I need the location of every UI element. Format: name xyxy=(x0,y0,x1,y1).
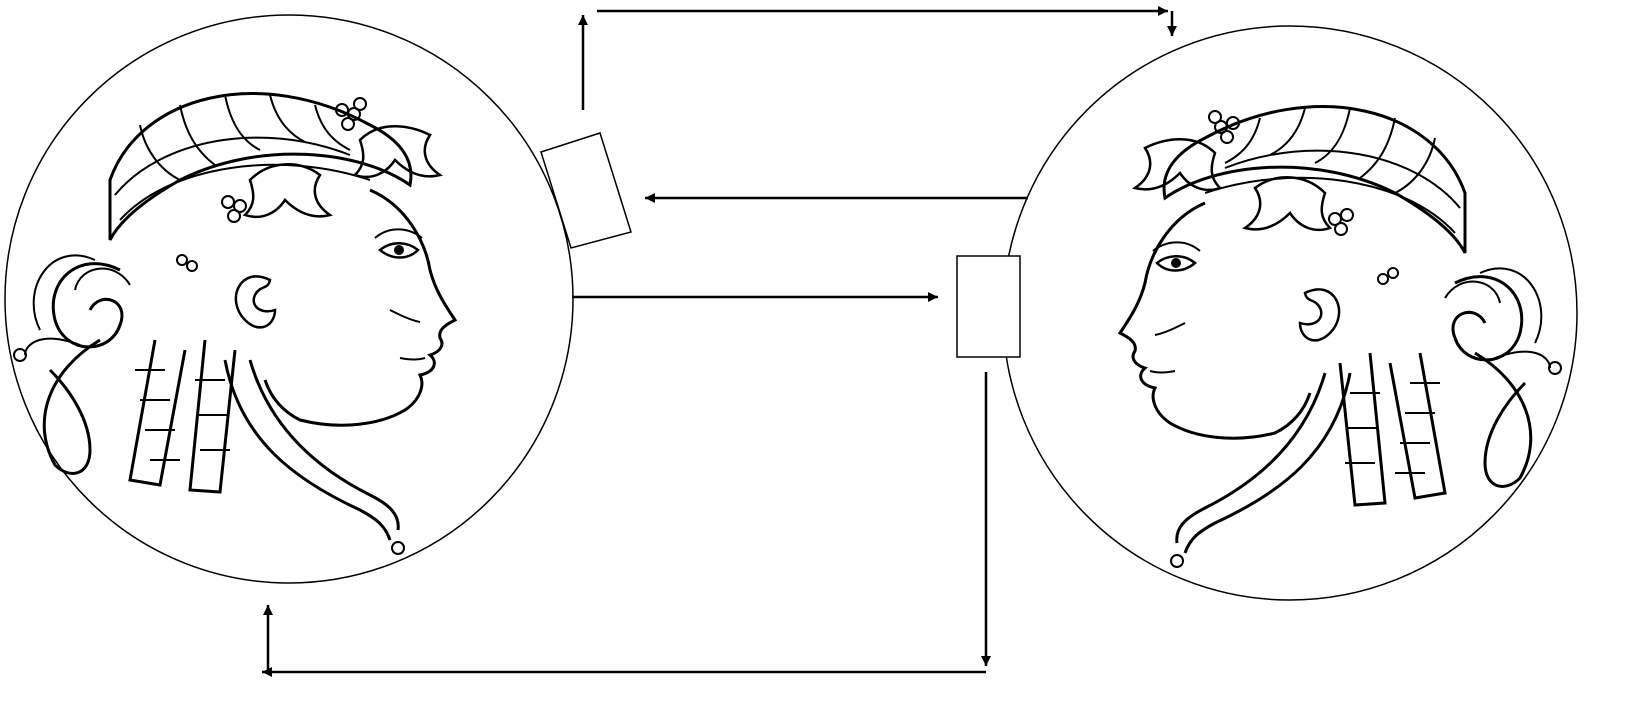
left-medallion-ring xyxy=(4,14,574,584)
bottom-loop-arrow xyxy=(262,372,991,677)
top-loop-arrow xyxy=(578,6,1177,110)
right-medallion-ring xyxy=(1002,25,1578,601)
right-medallion xyxy=(1002,25,1578,601)
right-box xyxy=(956,255,1021,358)
left-box xyxy=(540,132,632,249)
left-medallion xyxy=(4,14,574,584)
